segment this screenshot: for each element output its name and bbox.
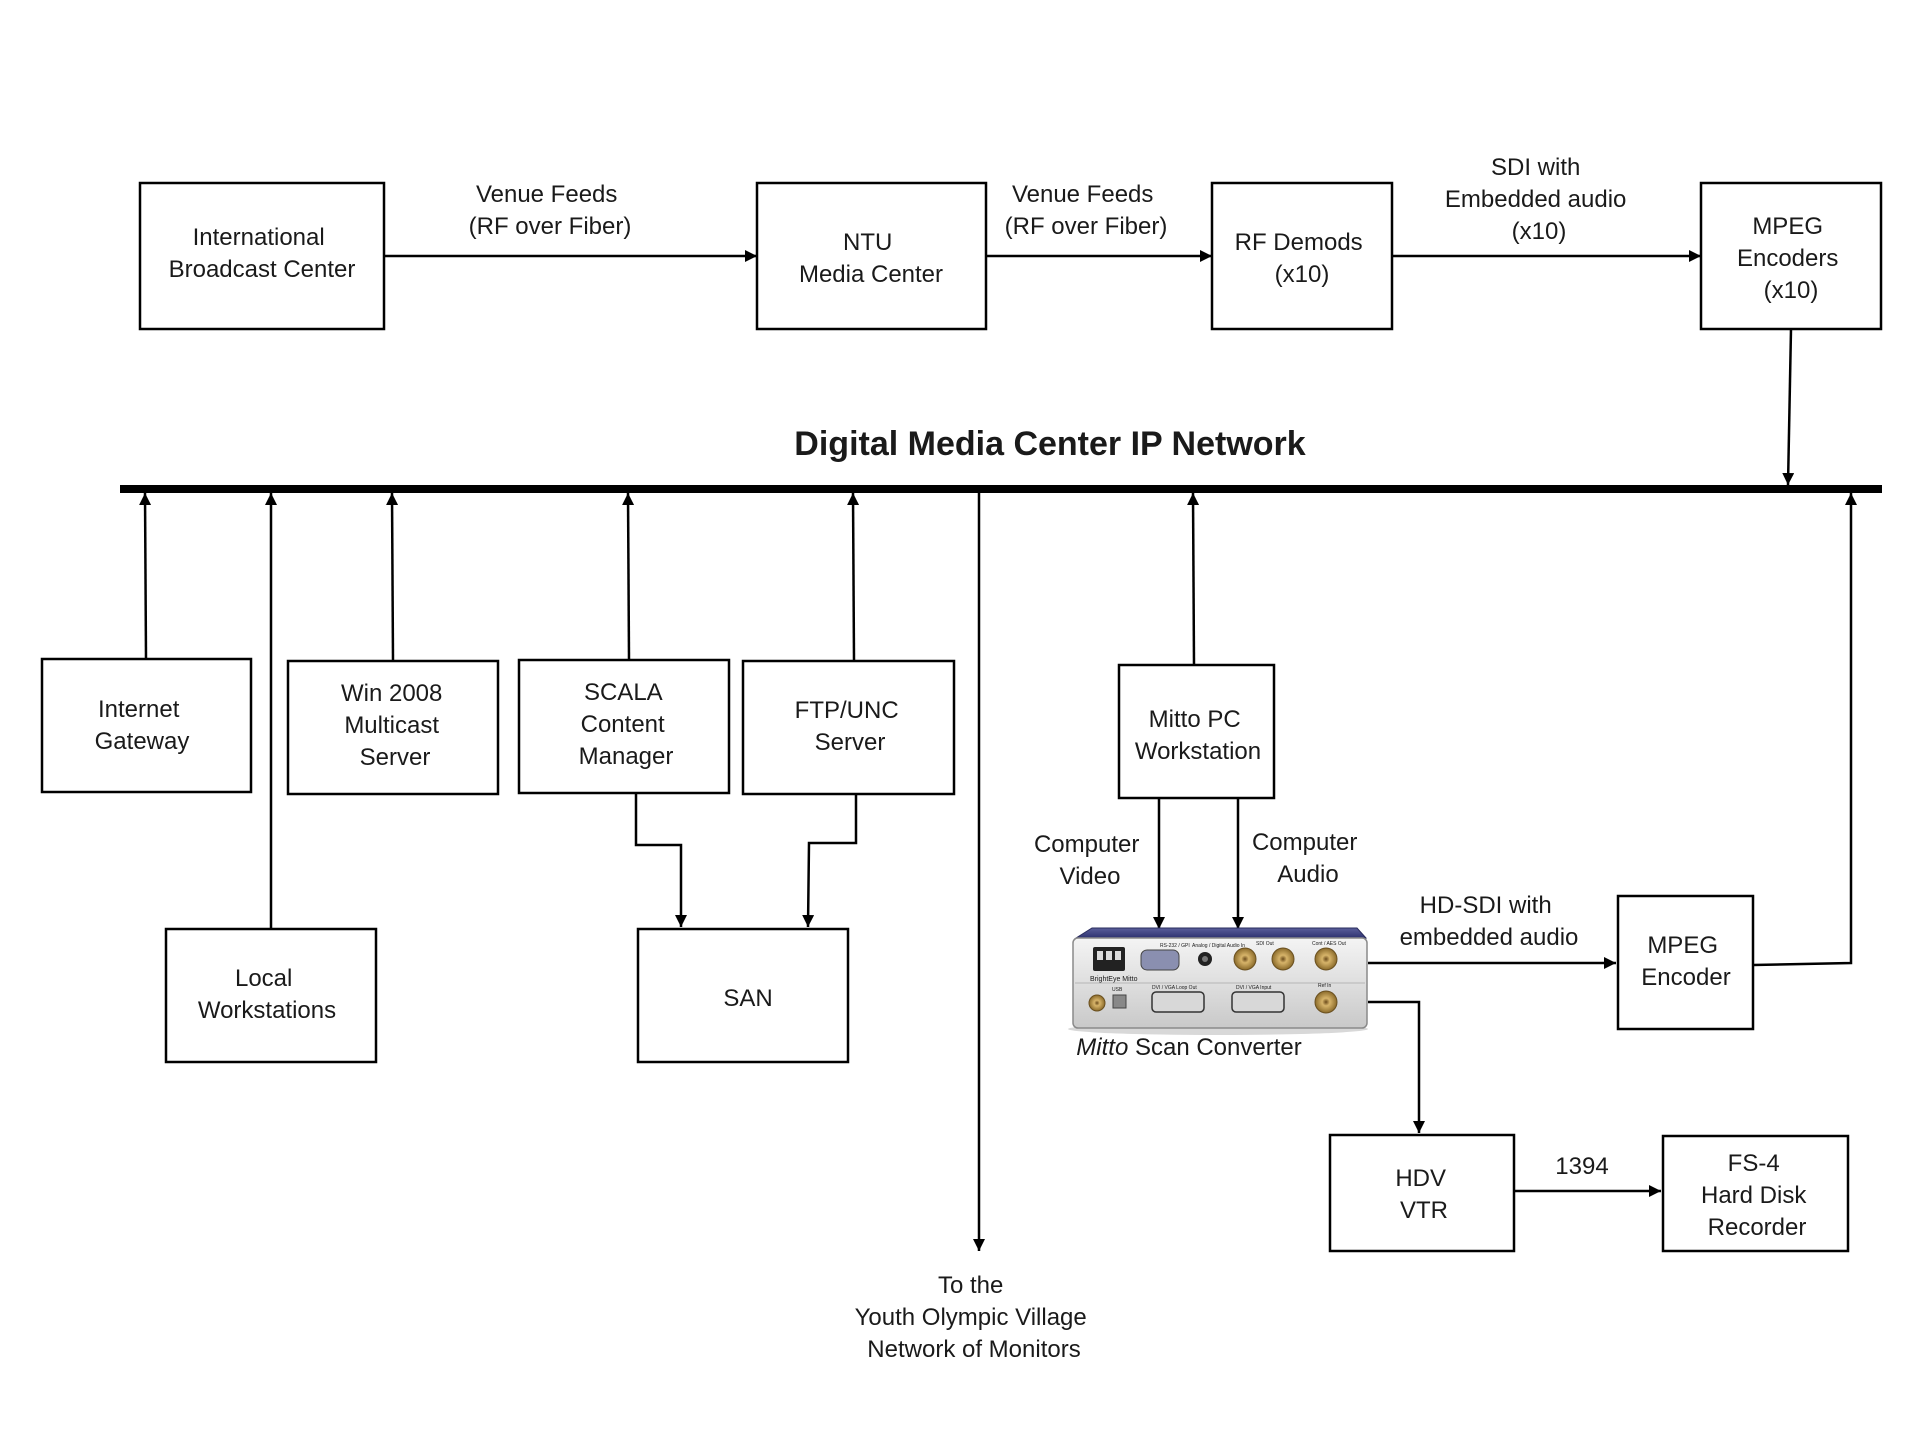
svg-text:International Broadcast: International Broadcast Center bbox=[169, 224, 356, 283]
node-label-line: RF Demods bbox=[1235, 229, 1363, 256]
node-label-line: NTU bbox=[843, 229, 892, 256]
edge-internet-gateway-to-bus bbox=[139, 492, 152, 660]
node-mitto-pc-workstation: Mitto PC Workstation bbox=[1117, 663, 1276, 800]
svg-text:SCALA Content Mana: SCALA Content Manager bbox=[579, 679, 674, 770]
node-hdv-vtr: HDV VTR bbox=[1328, 1133, 1516, 1253]
node-label-line: VTR bbox=[1400, 1197, 1448, 1224]
node-label-line: Recorder bbox=[1708, 1214, 1807, 1241]
edge-label-venue-feeds-2: Venue Feeds (RF over Fiber) bbox=[1005, 181, 1168, 240]
node-label-line: Multicast bbox=[344, 712, 439, 739]
node-international-broadcast-center: International Broadcast Center bbox=[138, 181, 386, 331]
svg-text:SAN: SAN bbox=[723, 985, 772, 1012]
node-label-line: Gateway bbox=[95, 728, 190, 755]
node-win-2008-multicast-server: Win 2008 Multicast Server bbox=[286, 659, 500, 796]
node-ntu-media-center: NTU Media Center bbox=[755, 181, 988, 331]
svg-text:FTP/UNC Server: FTP/UNC Server bbox=[795, 697, 906, 756]
port-label: Analog / Digital Audio In bbox=[1192, 943, 1245, 949]
edge-label-hd-sdi: HD-SDI with embedded audio bbox=[1400, 892, 1579, 951]
svg-text:Internet Gateway: Internet Gateway bbox=[95, 696, 190, 755]
node-label-line: Encoder bbox=[1641, 964, 1730, 991]
svg-text:HDV VTR: HDV VTR bbox=[1395, 1165, 1452, 1224]
svg-text:Mitto PC Workstation: Mitto PC Workstation bbox=[1135, 706, 1261, 765]
node-label-line: FS-4 bbox=[1728, 1150, 1780, 1177]
edge-win2008-to-bus bbox=[386, 492, 399, 662]
edge-scan-converter-to-hdv-vtr bbox=[1368, 1000, 1425, 1133]
node-label-line: SCALA bbox=[584, 679, 663, 706]
svg-text:NTU Media Center: NTU Media Center bbox=[799, 229, 943, 288]
node-label-line: Internet bbox=[98, 696, 180, 723]
node-label-line: Hard Disk bbox=[1701, 1182, 1807, 1209]
node-label-line: Broadcast Center bbox=[169, 256, 356, 283]
edge-label-computer-audio: Computer Audio bbox=[1252, 829, 1364, 888]
node-label-line: FTP/UNC bbox=[795, 697, 899, 724]
network-title: Digital Media Center IP Network bbox=[794, 425, 1305, 463]
node-label-line: Content bbox=[581, 711, 665, 738]
svg-text:FS-4 Hard Disk Rec: FS-4 Hard Disk Recorder bbox=[1701, 1150, 1813, 1241]
edge-ftp-to-san bbox=[802, 793, 858, 928]
edge-mpeg-encoder-to-bus bbox=[1752, 493, 1857, 967]
node-mpeg-encoders: MPEG Encoders (x10) bbox=[1699, 181, 1883, 331]
node-label-line: Server bbox=[815, 729, 886, 756]
node-label-line: (x10) bbox=[1764, 277, 1819, 304]
node-label-line: (x10) bbox=[1275, 261, 1330, 288]
edge-mitto-pc-to-bus bbox=[1187, 492, 1200, 666]
svg-text:Local Workstations: Local Workstations bbox=[198, 965, 336, 1024]
node-label-line: MPEG bbox=[1647, 932, 1718, 959]
scan-converter-caption: Mitto Scan Converter bbox=[1076, 1034, 1301, 1061]
svg-text:Win 2008 Multicast: Win 2008 Multicast Server bbox=[341, 680, 449, 771]
node-rf-demods: RF Demods (x10) bbox=[1210, 181, 1394, 331]
port-label: SDI Out bbox=[1256, 941, 1274, 947]
node-label-line: International bbox=[193, 224, 325, 251]
mitto-scan-converter-device: BrightEye Mitto RS-232 / GPI Analog / Di… bbox=[1068, 927, 1368, 1035]
edge-label-computer-video: Computer Video bbox=[1034, 831, 1146, 890]
node-label-line: Encoders bbox=[1737, 245, 1838, 272]
node-label-line: Workstation bbox=[1135, 738, 1261, 765]
device-brand-label: BrightEye Mitto bbox=[1090, 976, 1138, 983]
node-mpeg-encoder: MPEG Encoder bbox=[1616, 894, 1755, 1031]
node-label-line: Win 2008 bbox=[341, 680, 442, 707]
node-label-line: Server bbox=[360, 744, 431, 771]
port-label: USB bbox=[1112, 987, 1123, 993]
edge-label-venue-feeds-1: Venue Feeds (RF over Fiber) bbox=[469, 181, 632, 240]
port-label: DVI / VGA Input bbox=[1236, 985, 1272, 991]
destination-label: To the Youth Olympic Village Network of … bbox=[855, 1272, 1094, 1363]
port-label: Cont / AES Out bbox=[1312, 941, 1347, 947]
edge-scala-to-san bbox=[634, 793, 687, 927]
edge-ftp-to-bus bbox=[847, 492, 860, 662]
node-label-line: Mitto PC bbox=[1149, 706, 1241, 733]
node-fs4-hard-disk-recorder: FS-4 Hard Disk Recorder bbox=[1661, 1134, 1850, 1253]
edge-label-sdi-embedded-audio: SDI with Embedded audio (x10) bbox=[1445, 154, 1633, 245]
node-label-line: MPEG bbox=[1752, 213, 1823, 240]
svg-text:RF Demods (x10): RF Demods (x10) bbox=[1235, 229, 1370, 288]
svg-text:MPEG Encoders (x10: MPEG Encoders (x10) bbox=[1737, 213, 1845, 304]
node-label-line: Workstations bbox=[198, 997, 336, 1024]
node-san: SAN bbox=[636, 927, 850, 1064]
svg-text:MPEG Encoder: MPEG Encoder bbox=[1641, 932, 1730, 991]
node-local-workstations: Local Workstations bbox=[164, 927, 378, 1064]
node-label-line: Manager bbox=[579, 743, 674, 770]
edge-mpeg-encoders-to-bus bbox=[1782, 328, 1795, 486]
node-label-line: Media Center bbox=[799, 261, 943, 288]
port-label: DVI / VGA Loop Out bbox=[1152, 985, 1197, 991]
node-ftp-unc-server: FTP/UNC Server bbox=[741, 659, 956, 796]
port-label: RS-232 / GPI bbox=[1160, 943, 1190, 949]
port-label: Ref In bbox=[1318, 983, 1332, 989]
node-label-line: Local bbox=[235, 965, 292, 992]
edge-scala-to-bus bbox=[622, 492, 635, 661]
node-label-line: HDV bbox=[1395, 1165, 1446, 1192]
node-scala-content-manager: SCALA Content Manager bbox=[517, 658, 731, 795]
node-label-line: SAN bbox=[723, 985, 772, 1012]
node-internet-gateway: Internet Gateway bbox=[40, 657, 253, 794]
edge-label-1394: 1394 bbox=[1555, 1153, 1608, 1180]
